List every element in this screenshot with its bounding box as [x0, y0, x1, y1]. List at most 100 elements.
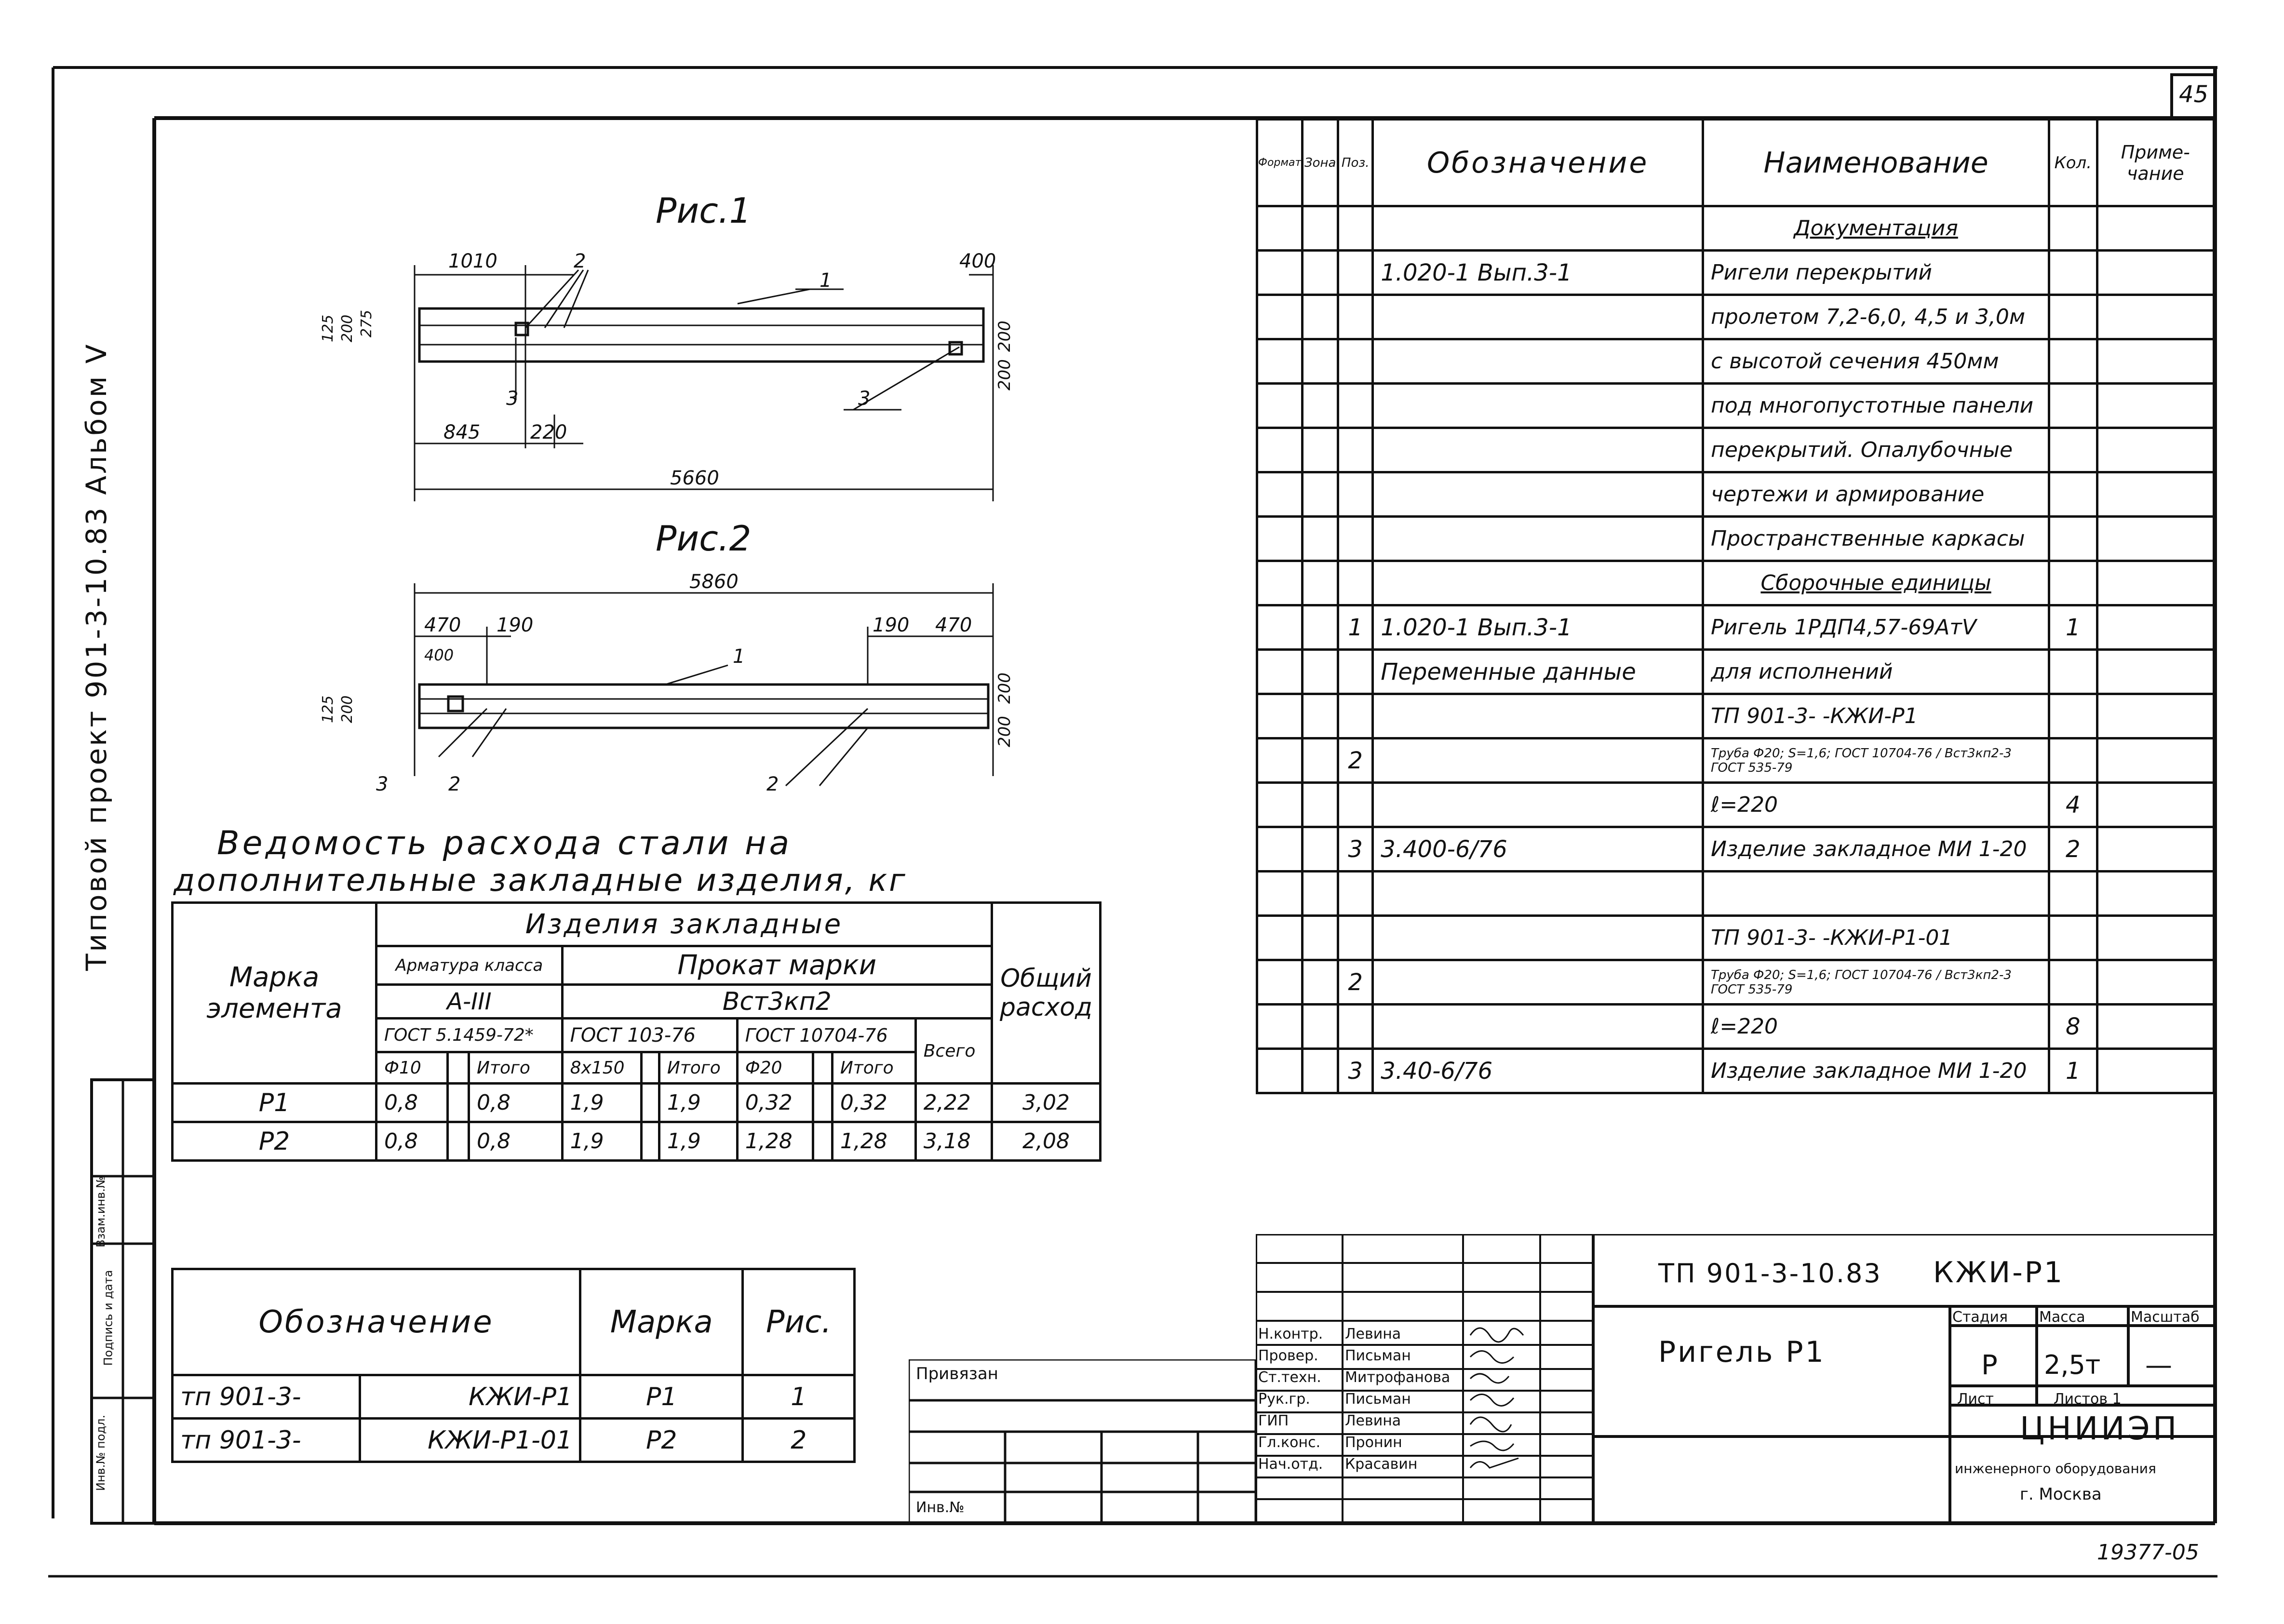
table-row: Документация: [1255, 205, 2216, 252]
role-title: Н.контр.: [1258, 1326, 1323, 1342]
role-person: Левина: [1345, 1326, 1401, 1342]
steel-sub-3: 8х150: [561, 1051, 643, 1085]
table-row: под многопустотные панели: [1255, 382, 2216, 429]
table-row: ТП 901-3- -КЖИ-Р1-01: [1255, 914, 2216, 961]
mass-label: Масса: [2039, 1309, 2085, 1326]
steel-head-all: Всего: [914, 1017, 994, 1085]
role-title: Провер.: [1258, 1347, 1318, 1364]
marks-head-designation: Обозначение: [171, 1268, 582, 1376]
role-row: Провер. Письман: [1258, 1345, 1461, 1367]
stamp-label-inv: Инв.№ подл.: [94, 1415, 107, 1491]
table-row: ТП 901-3- -КЖИ-Р1: [1255, 693, 2216, 739]
fig1-dim-v1: 125: [320, 315, 336, 342]
fig1-callout-3b: 3: [858, 388, 870, 410]
role-title: Рук.гр.: [1258, 1391, 1310, 1408]
steel-sub-4: [640, 1051, 660, 1085]
scale-label: Масштаб: [2131, 1309, 2200, 1326]
steel-table-title2: дополнительные закладные изделия, кг: [174, 863, 907, 899]
title-doc: КЖИ-Р1: [1933, 1256, 2065, 1289]
spec-head-zone: Зона: [1301, 118, 1340, 207]
role-row: ГИП Левина: [1258, 1410, 1461, 1432]
table-row: Пространственные каркасы: [1255, 515, 2216, 562]
marks-head-fig: Рис.: [741, 1268, 856, 1376]
figure2-drawing: 5860 470 190 190 470 400 1 2 2 3 125 200…: [320, 571, 1014, 795]
signatures: [1469, 1327, 1524, 1469]
role-row: Нач.отд.Красавин: [1258, 1453, 1461, 1475]
steel-head-items: Изделия закладные: [375, 901, 993, 947]
spec-head-name: Наименование: [1702, 118, 2051, 207]
figure1-drawing: 1010 400 5660 845 220 2 1 3 3 125 200 27…: [320, 250, 1014, 501]
fig1-dim-220: 220: [530, 421, 567, 443]
steel-head-armature: Арматура класса: [375, 945, 564, 986]
marks-table: Обозначение Марка Рис. тп 901-3- КЖИ-Р1 …: [171, 1268, 856, 1463]
figure1-title: Рис.1: [656, 190, 752, 231]
sheets-label: Листов 1: [2054, 1391, 2122, 1408]
fig1-dim-r2: 200: [995, 359, 1014, 390]
fig1-dim-v4: 275: [358, 310, 375, 337]
binding-block: [909, 1359, 1256, 1523]
steel-sub-6: Ф20: [736, 1051, 815, 1085]
scale-value: —: [2145, 1350, 2172, 1381]
page-number: 45: [2179, 81, 2209, 108]
steel-sub-0: Ф10: [375, 1051, 449, 1085]
fig1-callout-1: 1: [820, 269, 832, 292]
fig2-callout-1: 1: [733, 645, 745, 668]
fig1-dim-r1: 200: [995, 321, 1014, 352]
fig2-dim-470: 470: [424, 614, 461, 636]
table-row: перекрытий. Опалубочные: [1255, 427, 2216, 473]
fig2-dim-190a: 190: [497, 614, 533, 636]
fig2-callout-2a: 2: [448, 773, 460, 795]
role-person: Митрофанова: [1345, 1369, 1451, 1386]
steel-head-total: Общий расход: [991, 901, 1102, 1085]
role-title: ГИП: [1258, 1412, 1289, 1429]
stage-value: Р: [1981, 1350, 1998, 1381]
inv-label: Инв.№: [916, 1499, 965, 1516]
fig1-dim-total: 5660: [670, 467, 719, 489]
steel-head-gost1: ГОСТ 5.1459-72*: [375, 1017, 564, 1053]
org-name: ЦНИИЭП: [2020, 1410, 2180, 1447]
steel-head-grade: Вст3кп2: [561, 983, 994, 1020]
role-person: Письман: [1345, 1347, 1411, 1364]
role-row: Ст.техн.Митрофанова: [1258, 1367, 1461, 1388]
steel-sub-1: [446, 1051, 470, 1085]
table-row: пролетом 7,2-6,0, 4,5 и 3,0м: [1255, 294, 2216, 340]
spec-head-format: Формат: [1255, 118, 1304, 207]
stage-label: Стадия: [1952, 1309, 2008, 1326]
table-row: тп 901-3- КЖИ-Р1-01 Р2 2: [171, 1417, 856, 1463]
table-row: Р2 0,8 0,8 1,9 1,9 1,28 1,28 3,18 2,08: [171, 1121, 1102, 1162]
title-name: Ригель Р1: [1658, 1335, 1826, 1369]
fig2-dim-r1: 200: [995, 672, 1014, 704]
fig1-callout-3a: 3: [506, 388, 518, 410]
mass-value: 2,5т: [2044, 1350, 2101, 1380]
steel-sub-7: [812, 1051, 833, 1085]
steel-head-rolled: Прокат марки: [561, 945, 994, 986]
fig1-dim-v2: 200: [339, 315, 356, 342]
steel-head-mark: Марка элемента: [171, 901, 377, 1085]
org-line2: инженерного оборудования: [1955, 1461, 2156, 1476]
sheet-label: Лист: [1957, 1391, 1994, 1408]
fig1-dim-right: 400: [959, 250, 996, 272]
role-person: Письман: [1345, 1391, 1411, 1408]
fig1-callout-2: 2: [574, 250, 586, 272]
fig1-dim-845: 845: [443, 421, 480, 443]
steel-table-title1: Ведомость расхода стали на: [217, 824, 793, 862]
figure2-title: Рис.2: [656, 518, 752, 559]
role-person: Левина: [1345, 1412, 1401, 1429]
steel-sub-8: Итого: [831, 1051, 917, 1085]
title-block-grid: [1256, 1234, 2215, 1523]
table-row: Сборочные единицы: [1255, 560, 2216, 606]
role-row: Рук.гр. Письман: [1258, 1388, 1461, 1410]
steel-sub-2: Итого: [468, 1051, 564, 1085]
role-person: Красавин: [1345, 1456, 1418, 1473]
